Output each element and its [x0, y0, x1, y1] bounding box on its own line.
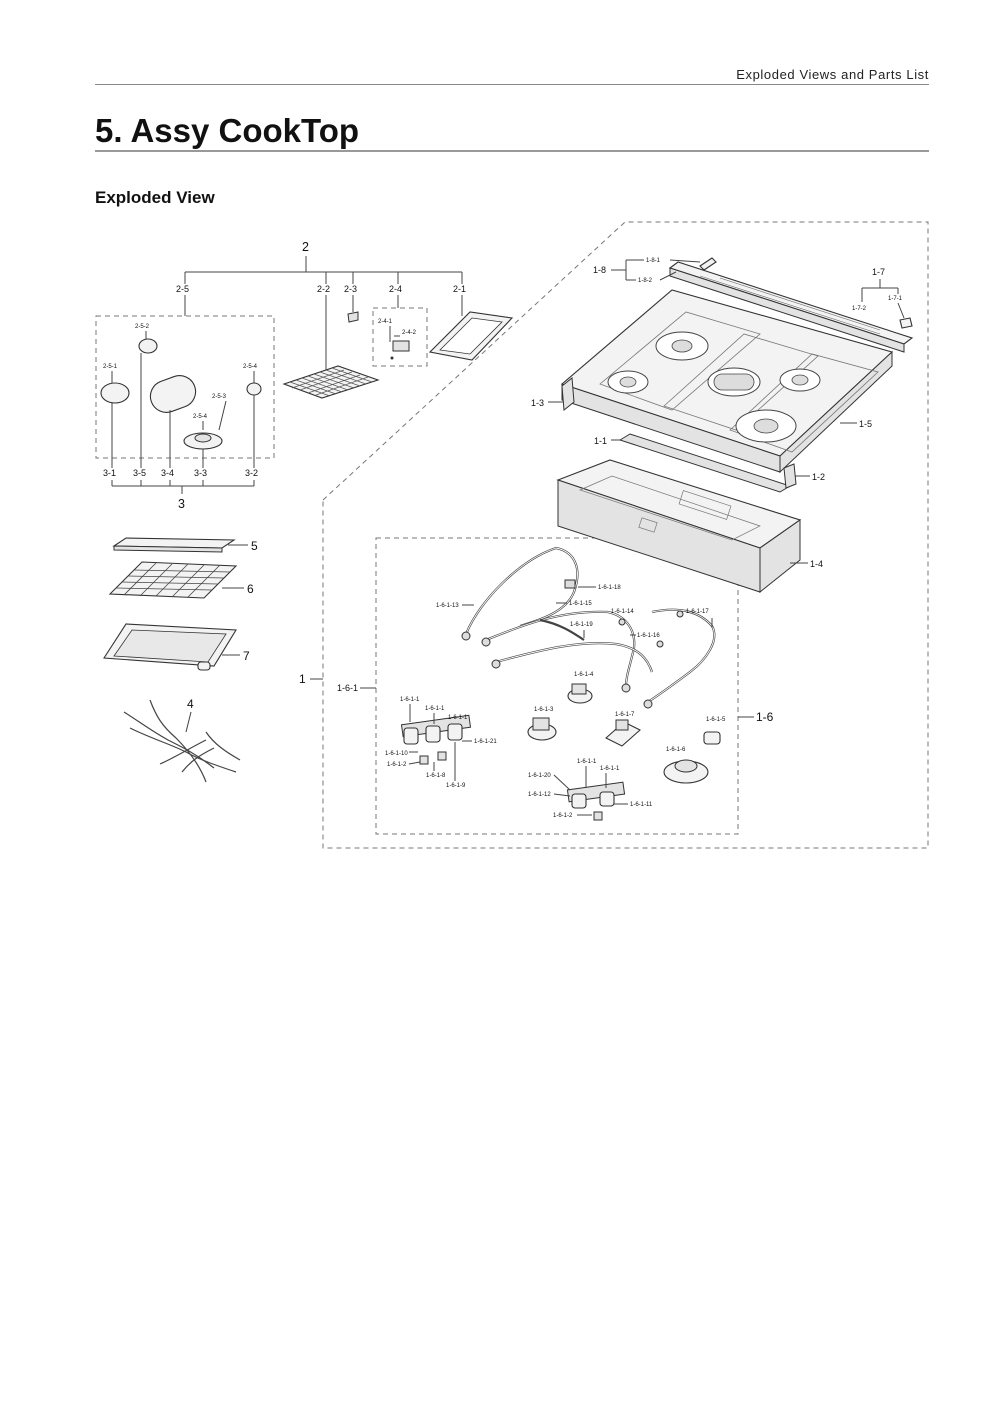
label-1-6-1-21: 1-6-1-21 — [474, 739, 497, 745]
label-1-3: 1-3 — [531, 398, 544, 408]
label-1-6-1-13: 1-6-1-13 — [436, 603, 459, 609]
label-1: 1 — [299, 672, 306, 686]
label-1-6-1-2a: 1-6-1-2 — [387, 762, 407, 768]
label-1-6-1-12: 1-6-1-12 — [528, 792, 551, 798]
part-bracket-2-3 — [347, 311, 359, 323]
group-1-6-box — [375, 537, 739, 835]
label-1-6-1-4: 1-6-1-4 — [574, 672, 594, 678]
page-title: 5. Assy CookTop — [95, 112, 360, 149]
part-burner-base-1-6-1-4 — [567, 683, 593, 704]
group-2-5-box — [95, 315, 275, 459]
label-2-5-4b: 2-5-4 — [243, 364, 258, 370]
label-2-5: 2-5 — [176, 284, 189, 294]
part-side-bracket-1-2 — [783, 463, 797, 489]
label-1-7: 1-7 — [872, 267, 885, 277]
label-1-6-1-18: 1-6-1-18 — [598, 585, 621, 591]
label-2-2: 2-2 — [317, 284, 330, 294]
part-cap-2-5-1 — [100, 382, 130, 404]
part-frame-2-1 — [428, 311, 514, 361]
label-1-6-1-3: 1-6-1-3 — [534, 707, 554, 713]
label-1-6-1-17: 1-6-1-17 — [686, 609, 709, 615]
part-burner-base-1-6-1-5 — [703, 731, 721, 745]
label-2-5-2: 2-5-2 — [135, 324, 150, 330]
label-2-4-2: 2-4-2 — [402, 330, 417, 336]
label-1-6-1-8: 1-6-1-8 — [426, 773, 446, 779]
label-2-4-1: 2-4-1 — [378, 319, 393, 325]
label-1-6-1-1e: 1-6-1-1 — [600, 766, 620, 772]
label-1-2: 1-2 — [812, 472, 825, 482]
label-1-6: 1-6 — [756, 710, 774, 724]
label-1-6-1-5: 1-6-1-5 — [706, 717, 726, 723]
label-5: 5 — [251, 539, 258, 553]
label-1-6-1-19: 1-6-1-19 — [570, 622, 593, 628]
label-2-5-4a: 2-5-4 — [193, 414, 208, 420]
label-1-6-1-1c: 1-6-1-1 — [448, 715, 468, 721]
label-1-6-1-1a: 1-6-1-1 — [400, 697, 420, 703]
label-1-6-1-1b: 1-6-1-1 — [425, 706, 445, 712]
label-1-6-1-2b: 1-6-1-2 — [553, 813, 573, 819]
label-3: 3 — [178, 497, 185, 511]
label-1-6-1-7: 1-6-1-7 — [615, 712, 635, 718]
label-7: 7 — [243, 649, 250, 663]
part-back-rail-1-8 — [668, 257, 914, 353]
label-1-6-1-16: 1-6-1-16 — [637, 633, 660, 639]
label-2-3: 2-3 — [344, 284, 357, 294]
group-1-outline — [322, 221, 929, 849]
part-oval-cap-3-4 — [149, 375, 197, 413]
part-burner-base-1-6-1-6 — [663, 759, 709, 784]
title-divider — [95, 150, 929, 152]
label-2-1: 2-1 — [453, 284, 466, 294]
label-2-5-3: 2-5-3 — [212, 394, 227, 400]
part-cap-small-2-5-2 — [138, 338, 158, 354]
label-1-6-1-14: 1-6-1-14 — [611, 609, 634, 615]
section-subtitle: Exploded View — [95, 188, 215, 207]
label-1-6-1: 1-6-1 — [337, 683, 358, 693]
part-valve-cluster-bottom — [566, 781, 626, 821]
label-1-6-1-1d: 1-6-1-1 — [577, 759, 597, 765]
label-1-6-1-20: 1-6-1-20 — [528, 773, 551, 779]
part-grate-2-2 — [282, 365, 380, 399]
label-3-5: 3-5 — [133, 468, 146, 478]
label-2-5-1: 2-5-1 — [103, 364, 118, 370]
label-1-7-1: 1-7-1 — [888, 296, 903, 302]
part-rail-5 — [112, 537, 248, 553]
label-1-6-1-6: 1-6-1-6 — [666, 747, 686, 753]
header-divider — [95, 84, 929, 85]
part-wire-harness-4: 4 — [123, 697, 241, 783]
label-1-6-1-11: 1-6-1-11 — [630, 802, 653, 808]
label-3-4: 3-4 — [161, 468, 174, 478]
label-1-6-1-15: 1-6-1-15 — [569, 601, 592, 607]
label-6: 6 — [247, 582, 254, 596]
label-1-8-1: 1-8-1 — [646, 258, 661, 264]
label-1-5: 1-5 — [859, 419, 872, 429]
label-1-8: 1-8 — [593, 265, 606, 275]
group-2-4-box — [372, 307, 428, 367]
label-2-4: 2-4 — [389, 284, 402, 294]
label-1-7-2: 1-7-2 — [852, 306, 867, 312]
label-4: 4 — [187, 697, 194, 711]
label-1-6-1-9: 1-6-1-9 — [446, 783, 466, 789]
part-burner-base-1-6-1-3 — [527, 717, 557, 741]
label-1-1: 1-1 — [594, 436, 607, 446]
label-1-4: 1-4 — [810, 559, 823, 569]
part-burner-box-1-4 — [556, 459, 802, 594]
part-broil-pan-7 — [103, 623, 240, 671]
label-3-1: 3-1 — [103, 468, 116, 478]
label-2: 2 — [302, 240, 309, 254]
part-cap-small-2-5-4 — [246, 382, 262, 396]
part-oven-rack-6 — [108, 561, 244, 599]
part-valve-cluster-left — [400, 714, 472, 765]
group-2-leader-tree — [184, 256, 463, 370]
label-3-3: 3-3 — [194, 468, 207, 478]
header-section-title: Exploded Views and Parts List — [736, 67, 929, 82]
part-burner-base-1-6-1-7 — [605, 719, 641, 747]
label-3-2: 3-2 — [245, 468, 258, 478]
part-cooktop-top-1-5 — [560, 289, 894, 474]
part-clip-2-4 — [392, 340, 410, 352]
label-1-6-1-10: 1-6-1-10 — [385, 751, 408, 757]
label-1-8-2: 1-8-2 — [638, 278, 653, 284]
part-gas-tubes-1-6-1 — [461, 546, 716, 709]
